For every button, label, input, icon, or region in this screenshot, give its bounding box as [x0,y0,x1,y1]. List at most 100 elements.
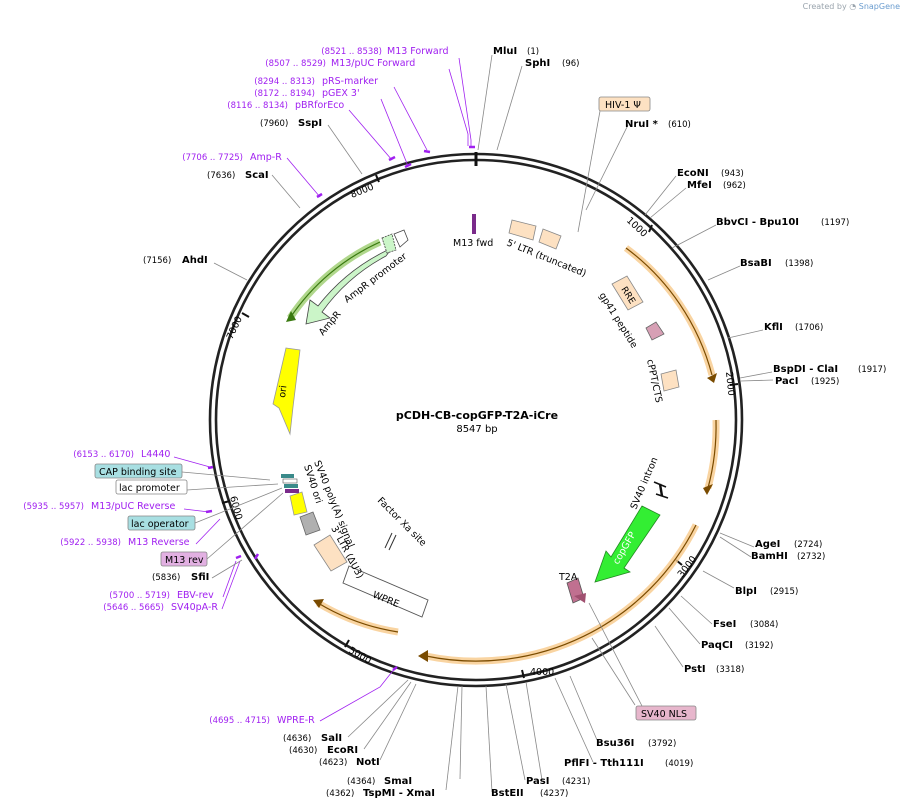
primer-prs-marker: (8294 .. 8313)pRS-marker [254,76,378,87]
svg-text:lac operator: lac operator [131,519,189,530]
label-m13-rev: M13 rev [160,492,284,567]
enzyme-ahdi: AhdI(7156) [143,255,208,266]
svg-text:Amp-R: Amp-R [250,152,282,163]
tick-1000: 1000 [624,215,653,240]
svg-text:PflFI - Tth111I: PflFI - Tth111I [564,758,644,769]
orange-feature-arcs[interactable] [286,238,720,665]
plasmid-title-group: pCDH-CB-copGFP-T2A-iCre 8547 bp [396,409,558,435]
svg-text:(7156): (7156) [143,256,171,266]
svg-text:(6153 .. 6170): (6153 .. 6170) [73,450,134,460]
svg-text:(1925): (1925) [811,377,839,387]
feature-sv40-intron[interactable]: SV40 intron [629,456,669,511]
svg-text:EBV-rev: EBV-rev [177,590,214,601]
svg-text:ScaI: ScaI [245,170,269,181]
svg-text:(4695 .. 4715): (4695 .. 4715) [209,716,270,726]
svg-text:(5700 .. 5719): (5700 .. 5719) [109,591,170,601]
primer-labels[interactable]: (8521 .. 8538)M13 Forward (8507 .. 8529)… [23,46,448,726]
svg-text:M13 rev: M13 rev [165,555,204,566]
svg-text:SalI: SalI [321,733,342,744]
tick-7000: 7000 [225,312,250,342]
enzyme-agei: AgeI(2724) [755,539,822,550]
svg-text:(1917): (1917) [858,365,886,375]
feature-t2a[interactable]: T2A [558,572,586,604]
svg-text:BspDI - ClaI: BspDI - ClaI [773,364,838,375]
primer-sv40pa-r: (5646 .. 5665)SV40pA-R [103,602,218,613]
svg-text:MfeI: MfeI [687,180,712,191]
enzyme-bbvci-bpu10i: BbvCI - Bpu10I(1197) [716,217,849,228]
svg-text:BsaBI: BsaBI [740,258,772,269]
svg-text:(3318): (3318) [716,665,744,675]
tick-4000: 4000 [521,667,554,679]
primer-pgex-3: (8172 .. 8194)pGEX 3' [254,88,359,99]
feature-promoter-stack[interactable] [281,474,299,493]
svg-text:cPPT/CTS: cPPT/CTS [644,358,664,403]
primer-marks [205,145,475,671]
label-hiv-psi: HIV-1 Ψ [577,96,651,233]
label-sv40-nls: SV40 NLS [588,602,697,721]
enzyme-pasi: PasI (4231) [526,776,590,787]
enzyme-bsabi: BsaBI (1398) [740,258,813,269]
enzyme-paqci: PaqCI(3192) [701,640,773,651]
svg-text:AgeI: AgeI [755,539,780,550]
enzyme-nrui: NruI *(610) [625,119,691,130]
svg-text:TspMI - XmaI: TspMI - XmaI [363,788,435,799]
svg-text:2000: 2000 [723,371,736,396]
svg-text:ori: ori [277,385,289,399]
svg-text:KflI: KflI [764,322,783,333]
svg-text:PacI: PacI [775,376,798,387]
primer-ebv-rev: (5700 .. 5719) EBV-rev [109,590,214,601]
enzyme-sphi: SphI(96) [525,58,579,69]
svg-text:(7706 .. 7725): (7706 .. 7725) [182,153,243,163]
feature-ori[interactable]: ori [272,347,301,436]
svg-text:M13 Forward: M13 Forward [387,46,449,57]
svg-text:(3084): (3084) [750,620,778,630]
svg-text:SphI: SphI [525,58,550,69]
feature-cppt[interactable]: cPPT/CTS [644,358,680,404]
feature-5-ltr[interactable]: 5' LTR (truncated) [505,219,588,280]
svg-text:(4237): (4237) [540,789,568,799]
feature-copgfp[interactable]: copGFP [594,505,661,583]
svg-text:WPRE-R: WPRE-R [277,715,315,726]
primer-m13-reverse: (5922 .. 5938)M13 Reverse [60,537,189,548]
svg-text:EcoNI: EcoNI [677,168,709,179]
feature-gp41-arrow[interactable] [645,321,665,341]
enzyme-bspdi-clai: BspDI - ClaI (1917) [773,364,886,375]
svg-text:(4231): (4231) [562,777,590,787]
svg-text:(1197): (1197) [821,218,849,228]
label-lac-promoter: lac promoter [115,479,279,495]
enzyme-labels[interactable]: MluI(1) SphI(96) NruI *(610) EcoNI(943) … [143,46,886,799]
svg-text:SV40 NLS: SV40 NLS [641,709,687,720]
enzyme-leaders [211,54,774,793]
svg-text:L4440: L4440 [141,449,170,460]
svg-text:4000: 4000 [530,667,554,678]
enzyme-ecori: EcoRI(4630) [289,745,358,756]
feature-factor-xa[interactable]: Factor Xa site [375,495,429,551]
feature-m13-fwd[interactable]: M13 fwd [453,214,493,249]
svg-text:(3192): (3192) [745,641,773,651]
svg-text:M13/pUC Forward: M13/pUC Forward [331,58,415,69]
svg-text:7000: 7000 [225,315,245,342]
svg-text:(5935 .. 5957): (5935 .. 5957) [23,502,84,512]
svg-text:BamHI: BamHI [751,551,788,562]
plasmid-size: 8547 bp [456,424,497,435]
svg-text:(5922 .. 5938): (5922 .. 5938) [60,538,121,548]
svg-text:PasI: PasI [526,776,549,787]
snapgene-product: SnapGene [858,2,900,11]
boxed-labels[interactable]: HIV-1 Ψ SV40 NLS CAP binding site lac pr… [94,96,697,721]
svg-text:M13/pUC Reverse: M13/pUC Reverse [91,501,175,512]
feature-rre[interactable]: RRE gp41 peptide [596,275,644,350]
svg-text:(943): (943) [721,169,744,179]
label-cap-binding-site: CAP binding site [94,463,271,481]
svg-text:(1398): (1398) [785,259,813,269]
svg-text:SmaI: SmaI [384,776,412,787]
svg-text:CAP binding site: CAP binding site [99,467,177,478]
svg-text:lac promoter: lac promoter [119,483,180,494]
svg-text:Bsu36I: Bsu36I [596,738,634,749]
primer-wpre-r: (4695 .. 4715) WPRE-R [209,715,315,726]
primer-m13-puc-forward: (8507 .. 8529) M13/pUC Forward [265,58,415,69]
svg-text:(8507 .. 8529): (8507 .. 8529) [265,59,326,69]
primer-leaders [173,57,472,722]
tick-2000: 2000 [723,371,739,396]
enzyme-noti: NotI(4623) [319,757,380,768]
